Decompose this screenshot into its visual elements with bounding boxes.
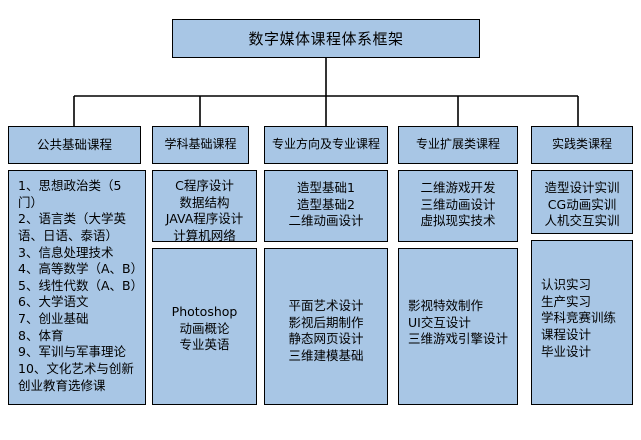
list-item: 造型基础2 <box>297 196 355 212</box>
course-list: 造型基础1 造型基础2 二维动画设计 <box>270 180 382 230</box>
category-header-label: 学科基础课程 <box>164 137 237 152</box>
list-item: 造型基础1 <box>297 180 355 195</box>
category-header-major-extension[interactable]: 专业扩展类课程 <box>398 126 518 164</box>
course-list: 二维游戏开发 三维动画设计 虚拟现实技术 <box>404 180 512 230</box>
list-item: 9、军训与军事理论 <box>18 344 126 360</box>
list-item: 数据结构 <box>179 194 230 210</box>
list-item: 8、体育 <box>18 327 64 343</box>
content-box-major-direction-extra: 平面艺术设计 影视后期制作 静态网页设计 三维建模基础 <box>264 248 388 405</box>
content-box-major-direction-core: 造型基础1 造型基础2 二维动画设计 <box>264 170 388 242</box>
list-item: 生产实习 <box>541 293 592 309</box>
list-item: 动画概论 <box>179 320 230 336</box>
category-header-practice[interactable]: 实践类课程 <box>531 126 633 164</box>
list-item: 影视特效制作 <box>408 298 484 313</box>
list-item: UI交互设计 <box>408 314 471 330</box>
list-item: 平面艺术设计 <box>288 298 364 313</box>
list-item: 人机交互实训 <box>544 213 620 229</box>
list-item: CG动画实训 <box>547 196 617 212</box>
content-box-discipline-basic-core: C程序设计 数据结构 JAVA程序设计 计算机网络 <box>152 170 257 242</box>
list-item: 认识实习 <box>541 277 592 292</box>
list-item: JAVA程序设计 <box>165 211 244 227</box>
list-item: Photoshop <box>171 304 238 319</box>
category-header-label: 公共基础课程 <box>36 136 112 152</box>
category-header-label: 实践类课程 <box>551 137 612 152</box>
course-list: 认识实习 生产实习 学科竞赛训练 课程设计 毕业设计 <box>541 277 627 360</box>
list-item: 6、大学语文 <box>18 294 89 310</box>
list-item: 影视后期制作 <box>288 314 364 330</box>
course-list: 影视特效制作 UI交互设计 三维游戏引擎设计 <box>408 298 512 348</box>
diagram-title-label: 数字媒体课程体系框架 <box>248 29 404 48</box>
list-item: 3、信息处理技术 <box>18 244 114 260</box>
list-item: 1、思想政治类（5门） <box>18 178 122 210</box>
content-box-major-extension-core: 二维游戏开发 三维动画设计 虚拟现实技术 <box>398 170 518 242</box>
list-item: 10、文化艺术与创新创业教育选修课 <box>18 360 134 393</box>
list-item: C程序设计 <box>175 178 234 193</box>
list-item: 三维游戏引擎设计 <box>408 331 509 347</box>
category-header-label: 专业扩展类课程 <box>415 137 500 152</box>
list-item: 课程设计 <box>541 326 592 342</box>
list-item: 三维动画设计 <box>420 196 496 212</box>
category-header-discipline-basic[interactable]: 学科基础课程 <box>152 126 249 164</box>
list-item: 二维游戏开发 <box>420 180 496 195</box>
list-item: 专业英语 <box>179 337 230 353</box>
list-item: 虚拟现实技术 <box>420 213 496 229</box>
diagram-title-box: 数字媒体课程体系框架 <box>172 19 480 58</box>
course-list: C程序设计 数据结构 JAVA程序设计 计算机网络 <box>158 178 251 242</box>
course-list: 造型设计实训 CG动画实训 人机交互实训 <box>537 180 627 230</box>
content-box-discipline-basic-extra: Photoshop 动画概论 专业英语 <box>152 248 257 405</box>
list-item: 毕业设计 <box>541 343 592 359</box>
category-header-label: 专业方向及专业课程 <box>271 137 380 152</box>
course-list: 平面艺术设计 影视后期制作 静态网页设计 三维建模基础 <box>270 298 382 365</box>
list-item: 5、线性代数（A、B） <box>18 277 144 293</box>
content-box-public-basic: 1、思想政治类（5门） 2、语言类（大学英语、日语、泰语） 3、信息处理技术 4… <box>8 170 146 405</box>
list-item: 7、创业基础 <box>18 311 89 326</box>
course-list: Photoshop 动画概论 专业英语 <box>158 304 251 354</box>
list-item: 造型设计实训 <box>544 180 620 195</box>
list-item: 静态网页设计 <box>288 331 364 347</box>
list-item: 2、语言类（大学英语、日语、泰语） <box>18 211 126 243</box>
category-header-major-direction[interactable]: 专业方向及专业课程 <box>264 126 388 164</box>
list-item: 学科竞赛训练 <box>541 310 617 326</box>
list-item: 计算机网络 <box>173 227 236 242</box>
content-box-practice-core: 造型设计实训 CG动画实训 人机交互实训 <box>531 170 633 234</box>
list-item: 4、高等数学（A、B） <box>18 261 144 277</box>
list-item: 三维建模基础 <box>288 347 364 363</box>
list-item: 二维动画设计 <box>288 213 364 229</box>
course-list: 1、思想政治类（5门） 2、语言类（大学英语、日语、泰语） 3、信息处理技术 4… <box>18 178 144 394</box>
category-header-public-basic[interactable]: 公共基础课程 <box>8 126 141 164</box>
content-box-practice-extra: 认识实习 生产实习 学科竞赛训练 课程设计 毕业设计 <box>531 240 633 405</box>
content-box-major-extension-extra: 影视特效制作 UI交互设计 三维游戏引擎设计 <box>398 248 518 405</box>
